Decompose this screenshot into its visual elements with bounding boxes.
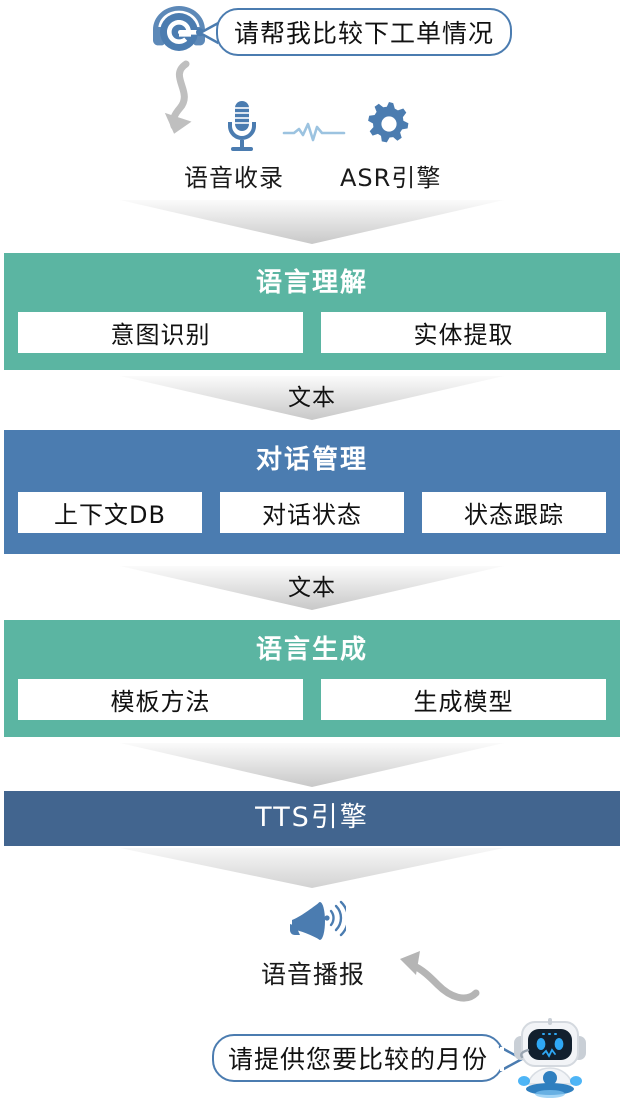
cell-state-tracking[interactable]: 状态跟踪 — [422, 492, 606, 533]
cell-entity-extraction[interactable]: 实体提取 — [321, 312, 606, 353]
cell-intent-recognition[interactable]: 意图识别 — [18, 312, 303, 353]
section-tts: TTS引擎 — [4, 791, 620, 846]
connector-arrow-1 — [120, 200, 504, 246]
headset-operator-icon — [153, 6, 205, 51]
cell-generative-model[interactable]: 生成模型 — [321, 679, 606, 720]
bot-speech-bubble: 请提供您要比较的月份 — [212, 1034, 504, 1082]
output-label: 语音播报 — [261, 960, 366, 989]
section-nlg: 语言生成 模板方法 生成模型 — [4, 620, 620, 737]
connector-label-3: 文本 — [288, 575, 336, 601]
bot-bubble-text: 请提供您要比较的月份 — [227, 1045, 488, 1074]
gear-icon — [368, 102, 409, 143]
audio-waveform-icon — [282, 122, 346, 142]
section-tts-title: TTS引擎 — [255, 802, 369, 833]
connector-label-2: 文本 — [288, 385, 336, 411]
section-nlu-cells: 意图识别 实体提取 — [4, 312, 620, 353]
curved-arrow-down-right-icon — [164, 60, 192, 134]
section-dialog-management: 对话管理 上下文DB 对话状态 状态跟踪 — [4, 430, 620, 554]
section-nlu-title: 语言理解 — [255, 268, 368, 298]
capture-label-voice: 语音收录 — [184, 164, 284, 192]
section-nlg-title: 语言生成 — [255, 635, 368, 665]
curved-arrow-up-left-icon — [400, 951, 480, 1002]
user-speech-bubble: 请帮我比较下工单情况 — [216, 8, 512, 56]
cell-dialog-state[interactable]: 对话状态 — [220, 492, 404, 533]
connector-arrow-3: 文本 — [120, 566, 504, 612]
connector-arrow-2: 文本 — [120, 376, 504, 422]
cell-template-method[interactable]: 模板方法 — [18, 679, 303, 720]
cell-context-db[interactable]: 上下文DB — [18, 492, 202, 533]
connector-arrow-4 — [120, 743, 504, 789]
section-nlg-cells: 模板方法 生成模型 — [4, 679, 620, 720]
capture-label-asr: ASR引擎 — [340, 164, 442, 192]
microphone-icon — [228, 101, 256, 151]
connector-arrow-5 — [120, 848, 504, 894]
robot-mascot-icon — [514, 1018, 586, 1098]
megaphone-icon — [290, 900, 346, 940]
section-dm-title: 对话管理 — [255, 445, 368, 475]
section-nlu: 语言理解 意图识别 实体提取 — [4, 253, 620, 370]
user-bubble-text: 请帮我比较下工单情况 — [233, 19, 494, 48]
section-dm-cells: 上下文DB 对话状态 状态跟踪 — [4, 492, 620, 533]
